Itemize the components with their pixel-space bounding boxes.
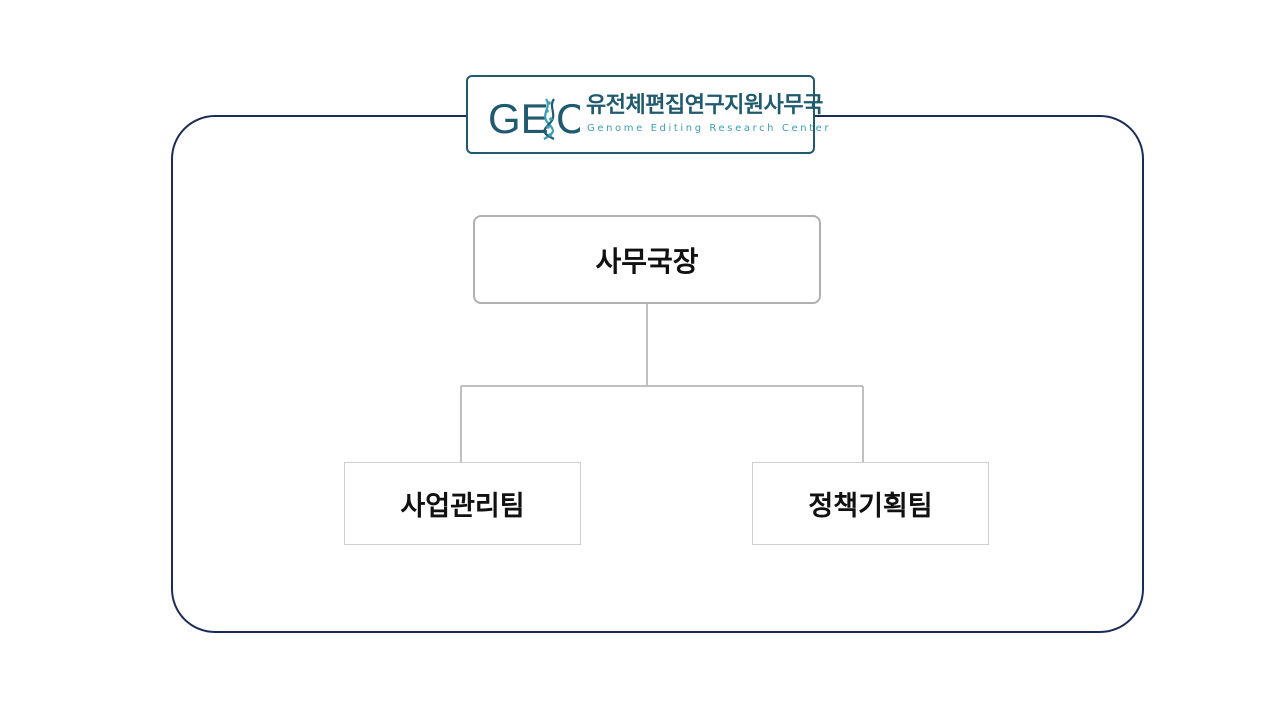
org-chart-frame (171, 115, 1144, 633)
logo-letter-c: C (556, 95, 580, 141)
node-project-management-team: 사업관리팀 (344, 462, 581, 545)
node-policy-planning-team: 정책기획팀 (752, 462, 989, 545)
logo-badge: GE C 유전체편집연구지원사무국 Genome Editing Researc… (466, 75, 829, 154)
gekc-logo-icon: GE C (488, 95, 580, 141)
logo-english-name: Genome Editing Research Center (587, 123, 832, 134)
logo-letters-ge: GE (488, 95, 549, 141)
logo-korean-name: 유전체편집연구지원사무국 (586, 93, 823, 118)
dna-helix-icon (543, 98, 555, 140)
node-director: 사무국장 (473, 215, 821, 304)
